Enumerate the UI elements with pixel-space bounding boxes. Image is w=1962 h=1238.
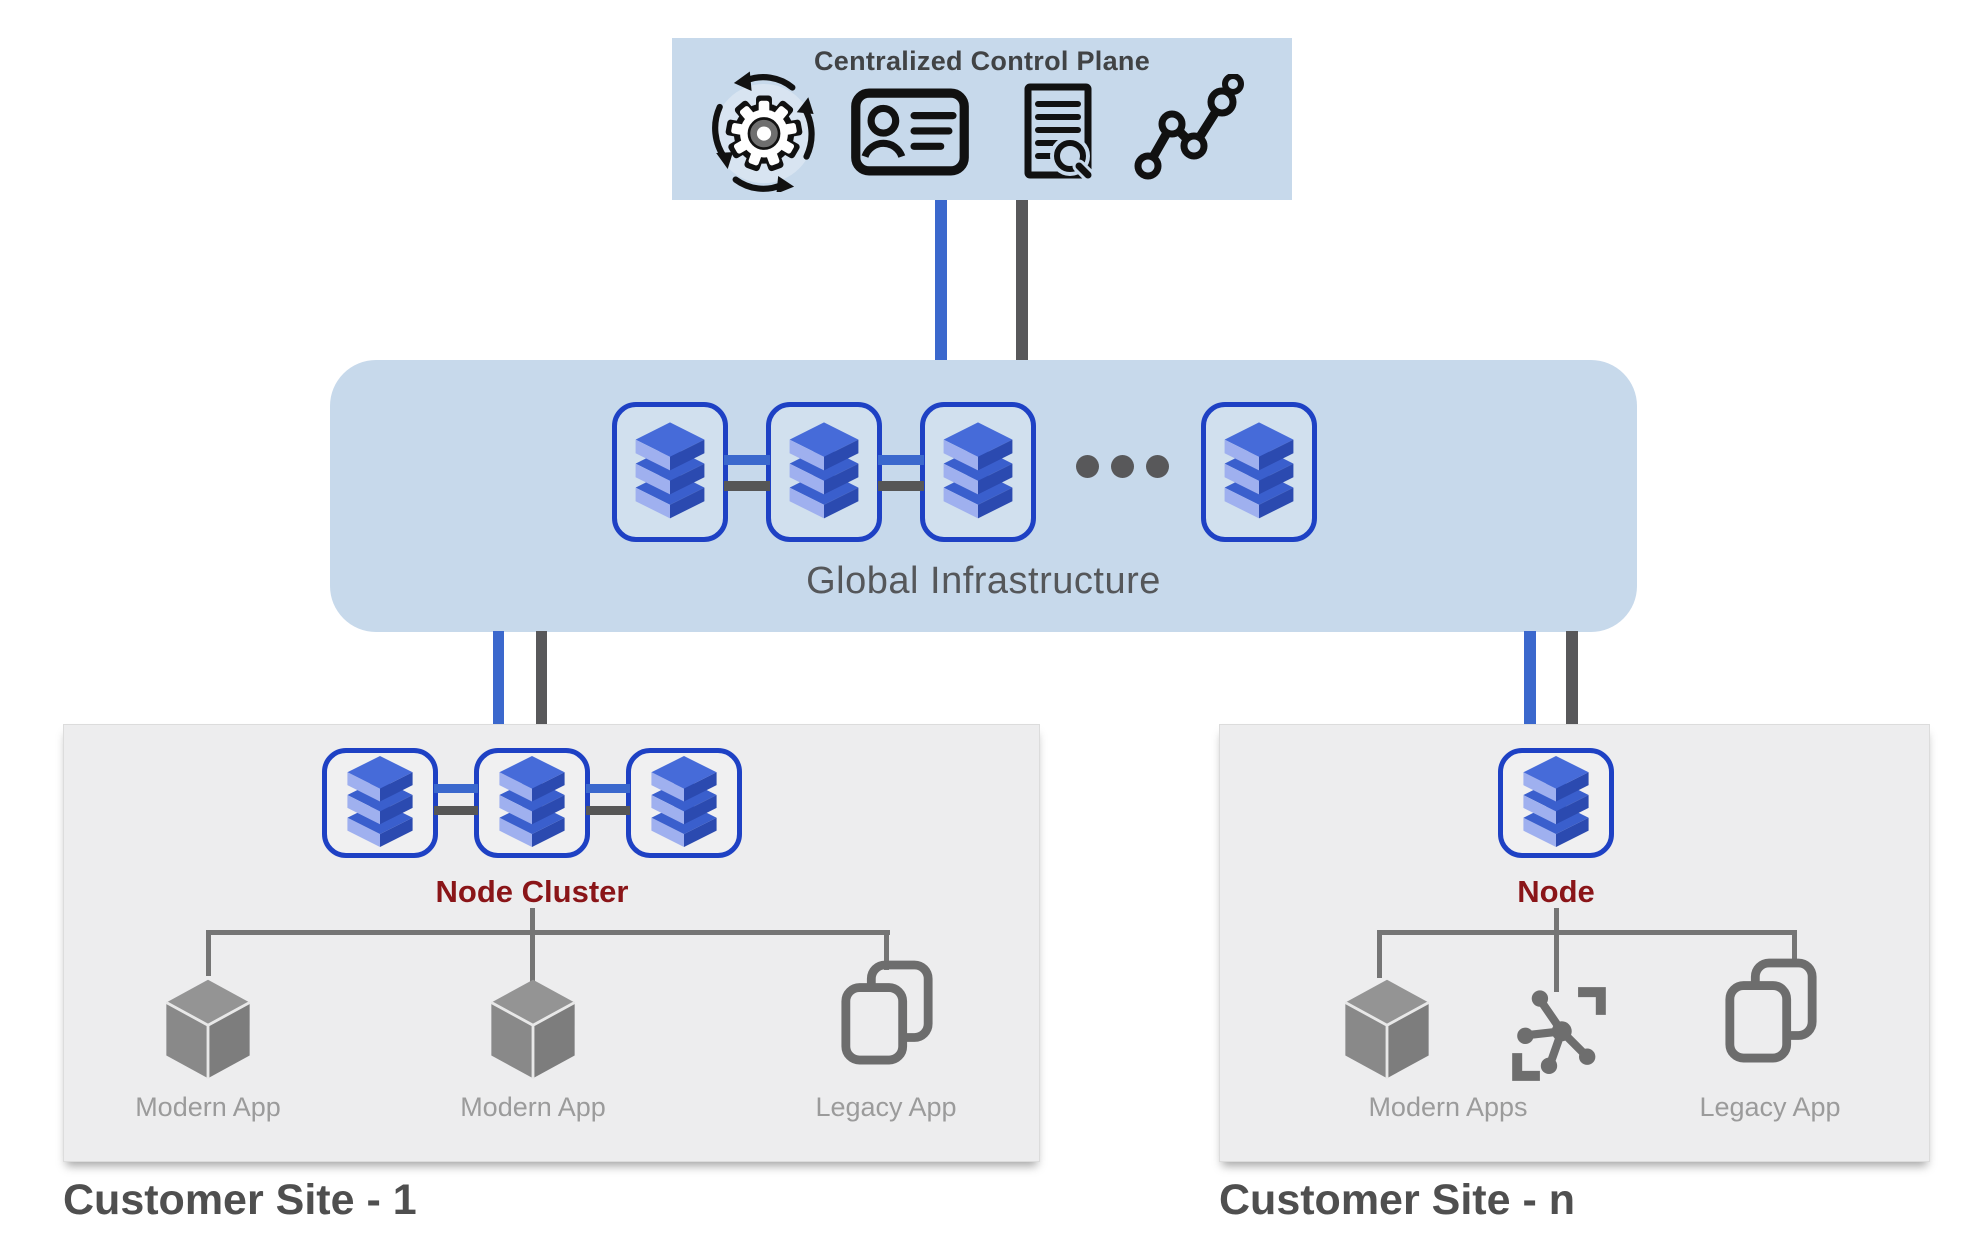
ellipsis-dot-icon: [1146, 455, 1169, 478]
site1-link-blue-1: [434, 784, 478, 793]
connector-infra-siten-gray: [1566, 631, 1578, 724]
sync-automation-gear-icon: [702, 68, 826, 192]
site1-link-blue-2: [586, 784, 630, 793]
legacy-app-windows-icon: [838, 960, 936, 1068]
infra-link-gray-1: [724, 481, 770, 491]
site1-app-label-2: Modern App: [460, 1092, 606, 1122]
connector-infra-siten-blue: [1524, 631, 1536, 724]
site1-cluster-node-3: [626, 748, 742, 858]
node-stack-icon: [646, 756, 722, 850]
connector-infra-site1-gray: [536, 631, 547, 724]
site1-app-label-1: Modern App: [135, 1092, 281, 1122]
site1-tree-drop-middle: [530, 930, 535, 990]
infra-link-blue-1: [724, 455, 770, 465]
siten-app-label-2: Legacy App: [1699, 1092, 1841, 1122]
siten-tree-drop-left: [1377, 930, 1382, 978]
control-plane-title: Centralized Control Plane: [813, 46, 1151, 76]
infra-link-blue-2: [878, 455, 924, 465]
modern-app-cube-icon: [483, 976, 583, 1082]
connector-cp-infra-blue: [935, 200, 947, 360]
siten-app-label-1: Modern Apps: [1368, 1092, 1528, 1122]
infra-node-1: [612, 402, 728, 542]
siten-tree-horizontal: [1377, 930, 1797, 935]
node-stack-icon: [342, 756, 418, 850]
site1-tree-horizontal: [206, 930, 890, 935]
node-stack-icon: [494, 756, 570, 850]
node-stack-icon: [938, 422, 1018, 522]
distributed-scale-icon: [1506, 984, 1612, 1084]
identity-card-icon: [850, 88, 970, 176]
site1-app-label-3: Legacy App: [815, 1092, 957, 1122]
site1-node-cluster-label: Node Cluster: [435, 874, 629, 909]
siten-tree-stub: [1554, 908, 1559, 932]
site1-link-gray-1: [434, 806, 478, 815]
audit-document-search-icon: [1022, 82, 1094, 180]
siten-node: [1498, 748, 1614, 858]
site1-cluster-node-1: [322, 748, 438, 858]
siten-tree-drop-middle: [1554, 930, 1559, 992]
ellipsis-dot-icon: [1076, 455, 1099, 478]
modern-apps-cube-icon: [1337, 976, 1437, 1082]
infra-node-2: [766, 402, 882, 542]
connector-cp-infra-gray: [1016, 200, 1028, 360]
site1-tree-drop-left: [206, 930, 211, 976]
legacy-app-windows-icon: [1722, 958, 1820, 1066]
customer-site-n-title: Customer Site - n: [1219, 1176, 1575, 1224]
node-stack-icon: [1219, 422, 1299, 522]
siten-node-label: Node: [1517, 874, 1595, 909]
global-infrastructure-label: Global Infrastructure: [806, 560, 1161, 602]
node-stack-icon: [784, 422, 864, 522]
infra-node-3: [920, 402, 1036, 542]
node-stack-icon: [1518, 756, 1594, 850]
site1-cluster-node-2: [474, 748, 590, 858]
site1-link-gray-2: [586, 806, 630, 815]
siten-tree-drop-right: [1792, 930, 1797, 966]
customer-site-1-title: Customer Site - 1: [63, 1176, 417, 1224]
infra-node-4: [1201, 402, 1317, 542]
connector-infra-site1-blue: [493, 631, 504, 724]
node-stack-icon: [630, 422, 710, 522]
site1-tree-drop-right: [884, 930, 889, 970]
modern-app-cube-icon: [158, 976, 258, 1082]
ellipsis-dot-icon: [1111, 455, 1134, 478]
analytics-graph-icon: [1132, 74, 1244, 180]
infra-link-gray-2: [878, 481, 924, 491]
site1-tree-stub: [530, 908, 535, 932]
